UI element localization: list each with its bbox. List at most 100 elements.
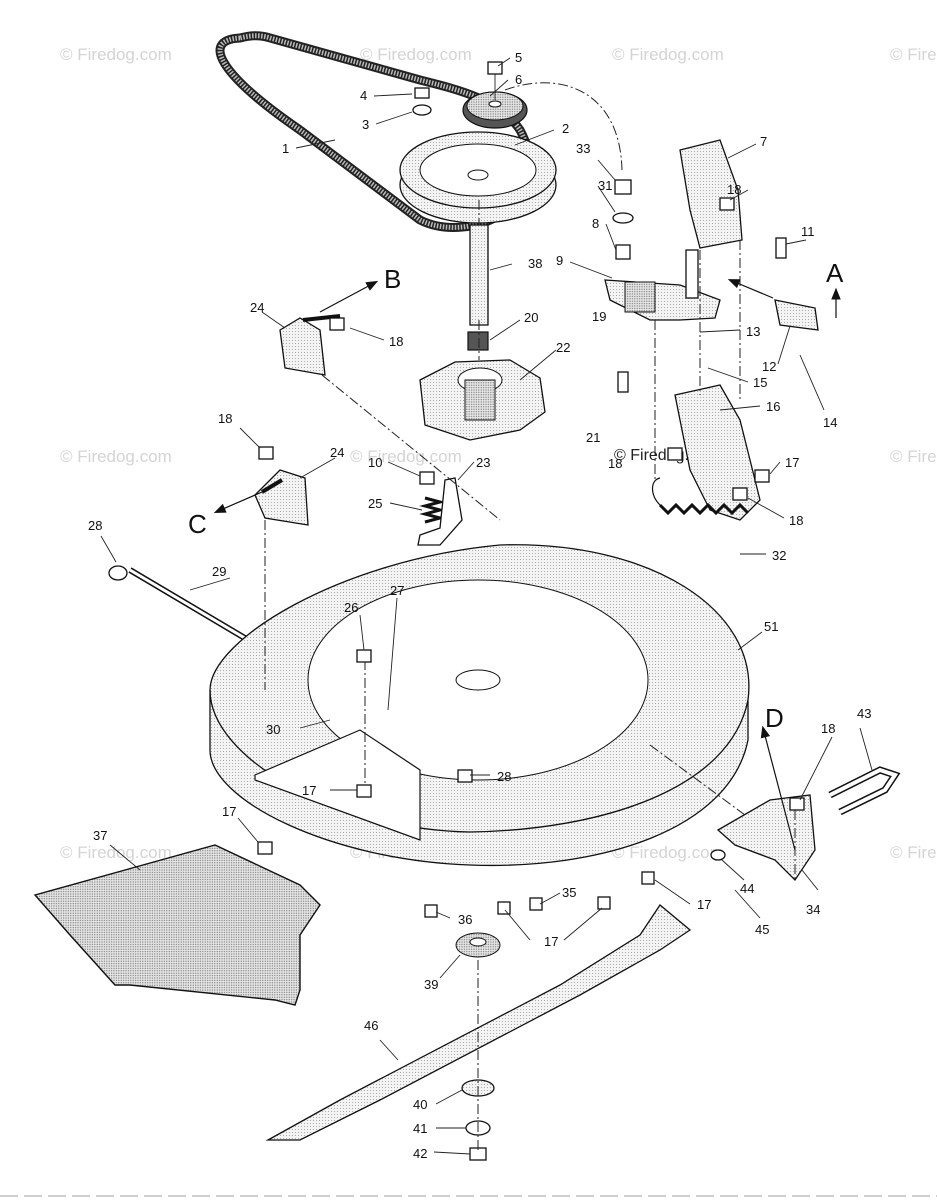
nut-4	[414, 87, 430, 99]
callout-22: 22	[556, 340, 570, 355]
watermark: © Firedog.com	[612, 45, 724, 64]
callout-13: 13	[746, 324, 760, 339]
bracket-7	[679, 139, 743, 249]
callout-18-d: 18	[608, 456, 622, 471]
callout-21: 21	[586, 430, 600, 445]
callout-12: 12	[762, 359, 776, 374]
callout-32: 32	[772, 548, 786, 563]
assembly-lines	[264, 240, 796, 880]
callout-51: 51	[764, 619, 778, 634]
callout-33: 33	[576, 141, 590, 156]
callout-24-b: 24	[250, 300, 264, 315]
bracket-24-b	[279, 314, 341, 376]
callout-17-d: 17	[544, 934, 558, 949]
watermark: © Firedog.com	[612, 843, 724, 862]
spring-32	[651, 477, 750, 516]
callout-20: 20	[524, 310, 538, 325]
callout-2: 2	[562, 121, 569, 136]
watermark: © Firedog.com	[60, 447, 172, 466]
mower-blade	[265, 904, 692, 1141]
watermark: © Firedog.com	[890, 45, 937, 64]
discharge-chute	[33, 844, 321, 1006]
idler-arm	[604, 249, 721, 321]
callout-8: 8	[592, 216, 599, 231]
callout-3: 3	[362, 117, 369, 132]
bracket-23	[417, 477, 463, 546]
callout-35: 35	[562, 885, 576, 900]
view-letter-c: C	[188, 509, 207, 539]
callout-5: 5	[515, 50, 522, 65]
callout-38: 38	[528, 256, 542, 271]
callout-1: 1	[282, 141, 289, 156]
spacer-31-33	[612, 179, 634, 260]
bracket-16	[674, 384, 761, 521]
callout-18-b: 18	[389, 334, 403, 349]
callout-31: 31	[598, 178, 612, 193]
view-letter-a: A	[826, 258, 844, 288]
callout-16: 16	[766, 399, 780, 414]
watermark: © Firedog.com	[60, 45, 172, 64]
bracket-24-c	[254, 469, 309, 526]
callout-34: 34	[806, 902, 820, 917]
nut-5	[487, 61, 503, 75]
view-arrows	[213, 279, 841, 851]
callout-18-c: 18	[218, 411, 232, 426]
spring-25	[419, 496, 446, 524]
callout-19: 19	[592, 309, 606, 324]
callout-43: 43	[857, 706, 871, 721]
leader-lines	[100, 57, 873, 1155]
callout-37: 37	[93, 828, 107, 843]
callout-17-c: 17	[222, 804, 236, 819]
handle-43	[828, 766, 901, 816]
rod-29	[128, 567, 267, 653]
callout-17-a: 17	[785, 455, 799, 470]
callout-28-b: 28	[497, 769, 511, 784]
callout-24-c: 24	[330, 445, 344, 460]
link-12	[774, 299, 819, 331]
watermark: © Firedog.com	[60, 843, 172, 862]
callout-7: 7	[760, 134, 767, 149]
callout-4: 4	[360, 88, 367, 103]
washer-28	[108, 565, 128, 581]
blade-adapter	[455, 932, 501, 958]
callout-11: 11	[801, 224, 815, 239]
callout-42: 42	[413, 1146, 427, 1161]
callout-40: 40	[413, 1097, 427, 1112]
callout-36: 36	[458, 912, 472, 927]
callout-10: 10	[368, 455, 382, 470]
callout-46: 46	[364, 1018, 378, 1033]
washer-44	[710, 849, 726, 861]
callout-27: 27	[390, 583, 404, 598]
spindle-housing	[419, 359, 546, 441]
watermark: © Firedog.com	[350, 447, 462, 466]
callout-25: 25	[368, 496, 382, 511]
callout-28-a: 28	[88, 518, 102, 533]
callout-6: 6	[515, 72, 522, 87]
callout-26: 26	[344, 600, 358, 615]
washer-3	[412, 104, 432, 116]
callout-39: 39	[424, 977, 438, 992]
belt-guide-path	[504, 82, 623, 171]
idler-pulley	[462, 91, 528, 129]
callout-41: 41	[413, 1121, 427, 1136]
callout-15: 15	[753, 375, 767, 390]
callout-9: 9	[556, 253, 563, 268]
watermark: © Firedog.com	[890, 447, 937, 466]
callout-18-e: 18	[789, 513, 803, 528]
callout-23: 23	[476, 455, 490, 470]
callout-labels: 1 2 3 4 5 6 7 8 9 10 11 12 13 14 15 16 1…	[88, 50, 871, 1161]
callout-30: 30	[266, 722, 280, 737]
spacer-20	[467, 331, 489, 351]
bolts	[257, 197, 805, 918]
watermark: © Firedog.com	[890, 843, 937, 862]
callout-29: 29	[212, 564, 226, 579]
callout-45: 45	[755, 922, 769, 937]
callout-17-b: 17	[302, 783, 316, 798]
callout-17-e: 17	[697, 897, 711, 912]
mower-deck	[209, 544, 750, 867]
bracket-34	[716, 794, 816, 882]
watermark: © Firedog.com	[360, 45, 472, 64]
view-letters: A B C D	[188, 258, 844, 733]
